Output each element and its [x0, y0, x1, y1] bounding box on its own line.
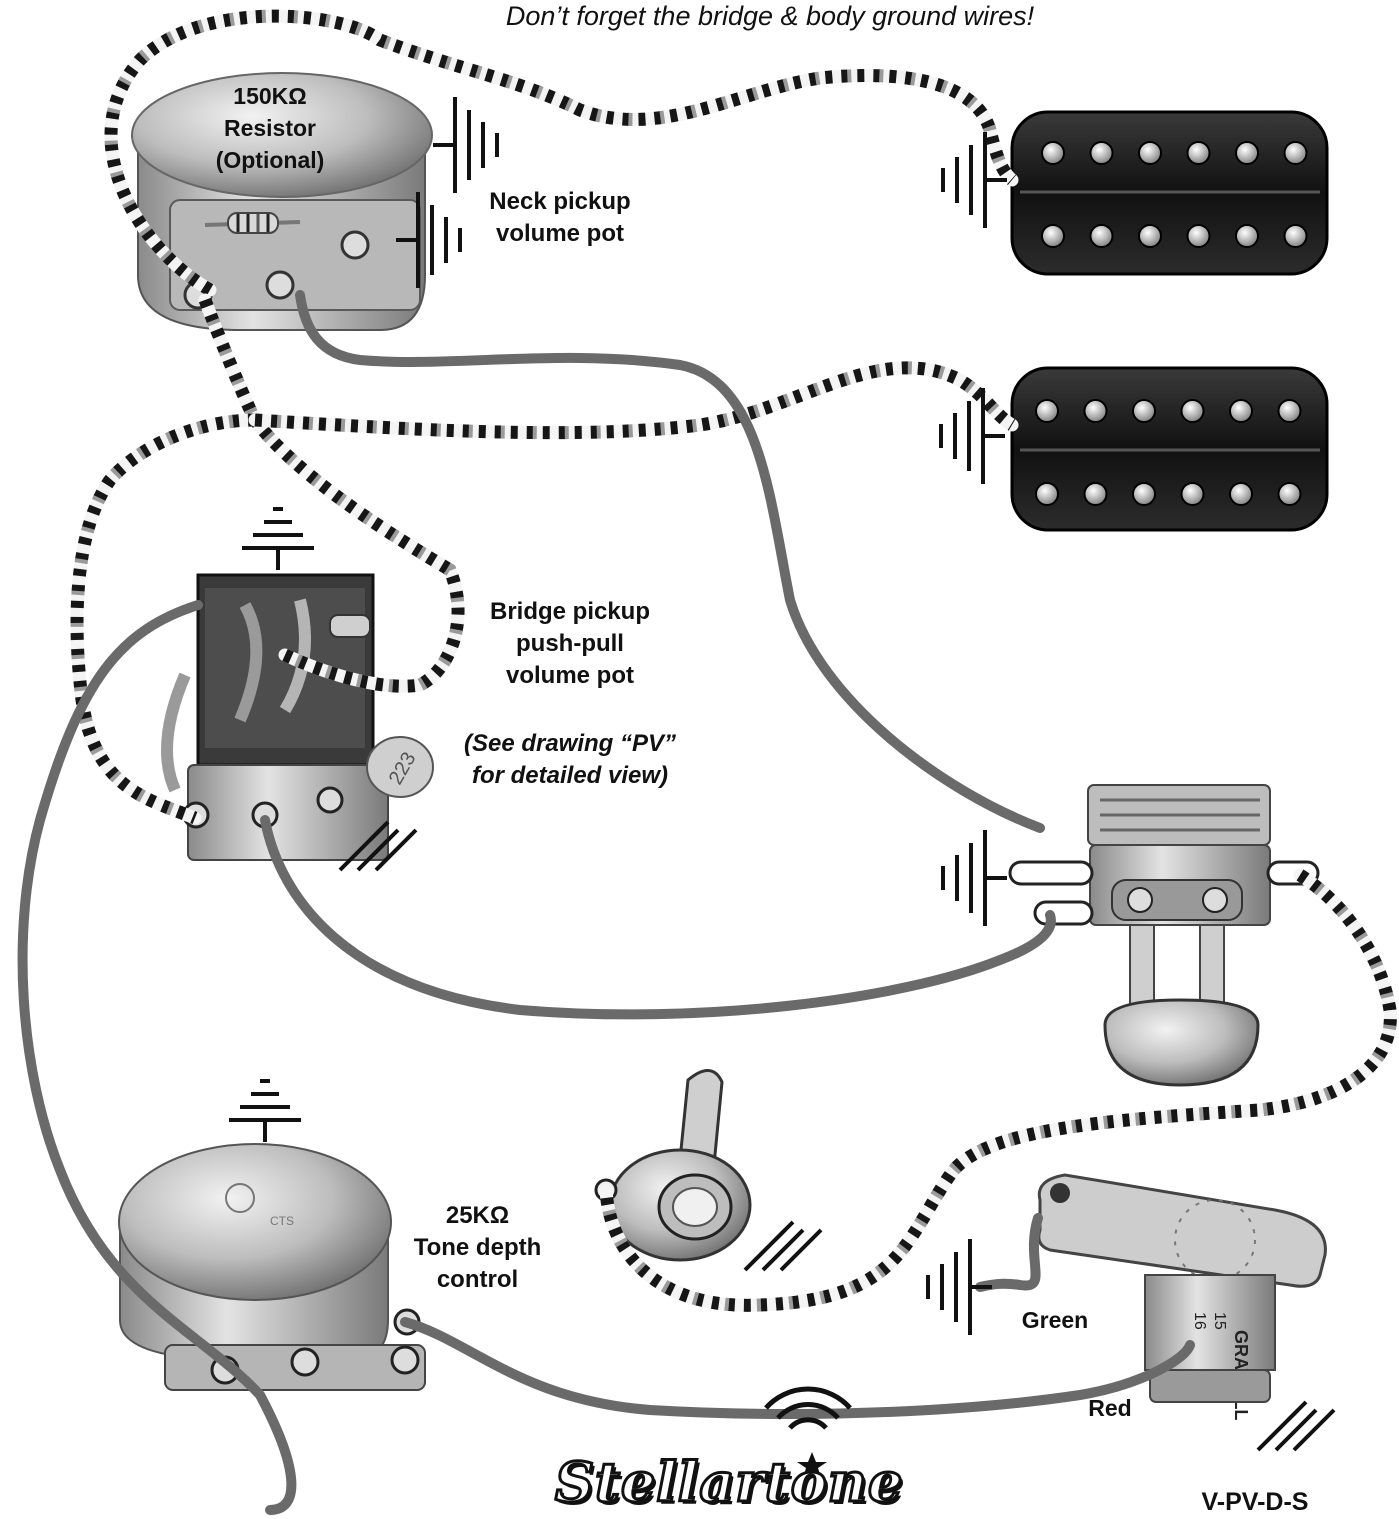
resistor-value: 150KΩ	[233, 83, 307, 109]
see-drawing-note: (See drawing “PV” for detailed view)	[440, 728, 700, 792]
neck-pot-line-1: Neck pickup	[489, 188, 631, 215]
ground-symbol	[396, 192, 462, 288]
bridge-pot-line-1: Bridge pickup	[489, 598, 651, 625]
ground-symbol	[939, 388, 1005, 484]
pot-marking: CTS	[270, 1214, 294, 1228]
pole-piece	[1229, 482, 1253, 506]
neck-pickup-lead	[104, 9, 1019, 297]
ground-symbol	[242, 507, 314, 570]
bridge-pot-line-3: volume pot	[505, 662, 634, 689]
neck-volume-hot-wire	[295, 290, 1045, 833]
braid-dark-bands	[70, 413, 256, 825]
pole-piece	[1277, 399, 1302, 423]
tone-pot-value: 25KΩ	[445, 1202, 510, 1229]
neck-humbucker	[1010, 110, 1329, 276]
pole-piece	[1283, 224, 1308, 248]
bridge-pot-label: Bridge pickup push-pull volume pot	[455, 596, 685, 692]
bridge-push-pull-pot: 223	[161, 573, 434, 861]
ground-symbol	[941, 830, 1007, 926]
pole-piece	[1138, 141, 1162, 165]
pole-piece	[1180, 399, 1205, 423]
pole-piece	[1083, 399, 1108, 423]
pole-piece	[1235, 141, 1259, 165]
tone-pot-line-3: control	[436, 1266, 519, 1293]
tone-depth-pot: CTS	[118, 1143, 426, 1391]
pushpull-to-switch-wire	[260, 815, 1056, 1020]
pole-piece	[1132, 399, 1156, 423]
cts-logo: CTS	[225, 1183, 294, 1228]
ground-symbol	[433, 97, 499, 193]
wires	[17, 9, 1397, 1515]
pole-piece	[1089, 224, 1114, 248]
pickup-selector-switch	[1008, 784, 1320, 1087]
wifi-signal-icon	[764, 1386, 852, 1430]
ground-symbols	[229, 97, 1336, 1452]
see-drawing-line-1: (See drawing “PV”	[463, 730, 677, 757]
pole-piece	[1138, 224, 1162, 248]
pole-piece	[1180, 482, 1205, 506]
pole-piece	[1229, 399, 1253, 423]
pushpull-loop-lead	[70, 413, 262, 825]
chassis-ground-symbol	[338, 820, 418, 872]
braid-dark-bands	[104, 9, 1017, 296]
see-drawing-line-2: for detailed view)	[471, 762, 669, 789]
pole-piece	[1083, 482, 1108, 506]
green-wire-label: Green	[1021, 1307, 1089, 1333]
resistor-optional: (Optional)	[215, 147, 325, 173]
ground-symbol	[941, 132, 1007, 228]
tone-pot-line-2: Tone depth	[413, 1234, 542, 1261]
pole-piece	[1235, 224, 1259, 248]
pole-piece	[1035, 482, 1059, 506]
switch-position-16: 16	[1191, 1312, 1208, 1330]
neck-pot-label: Neck pickup volume pot	[460, 186, 660, 250]
neck-to-pushpull-lead	[198, 293, 465, 693]
pole-piece	[1089, 141, 1114, 165]
pushpull-to-tone-wire	[17, 600, 297, 1515]
pole-piece	[1277, 482, 1302, 506]
diagram-code: V-PV-D-S	[1201, 1488, 1309, 1516]
pole-piece	[1186, 141, 1211, 165]
pole-piece	[1041, 141, 1065, 165]
chassis-ground-symbol	[1256, 1400, 1336, 1452]
resistor	[204, 212, 301, 234]
resistor-label: 150KΩ Resistor (Optional)	[170, 80, 370, 176]
chassis-ground-symbol	[743, 1220, 823, 1272]
rotary-switch: GRAYHILL 16 15	[1037, 1173, 1327, 1420]
bridge-humbucker	[1010, 366, 1329, 532]
pole-piece	[1132, 482, 1156, 506]
braid-grey-bands	[599, 869, 1397, 1312]
tone-pot-label: 25KΩ Tone depth control	[390, 1200, 565, 1296]
pole-piece	[1035, 399, 1059, 423]
red-wire-label: Red	[1088, 1395, 1132, 1421]
pole-piece	[1041, 224, 1065, 248]
switch-position-15: 15	[1211, 1312, 1228, 1330]
ground-symbol	[926, 1239, 992, 1335]
star-icon	[797, 1452, 827, 1478]
bridge-pickup-lead	[248, 361, 1019, 440]
capacitor: 223	[366, 736, 434, 798]
pole-piece	[1283, 141, 1308, 165]
braid-dark-bands	[254, 361, 1016, 440]
resistor-name: Resistor	[223, 115, 317, 141]
output-jack	[594, 1069, 752, 1262]
braid-dark-bands	[198, 297, 465, 693]
brand-logo: Stellartone	[554, 1450, 904, 1514]
pole-piece	[1186, 224, 1211, 248]
rotary-green-wire	[975, 1213, 1043, 1292]
ground-symbol	[229, 1079, 301, 1142]
switch-to-jack-lead	[599, 868, 1397, 1312]
neck-pot-line-2: volume pot	[495, 220, 624, 247]
ground-wire-reminder: Don’t forget the bridge & body ground wi…	[505, 1, 1035, 31]
bridge-pot-line-2: push-pull	[516, 630, 624, 657]
braid-dark-bands	[599, 869, 1397, 1312]
